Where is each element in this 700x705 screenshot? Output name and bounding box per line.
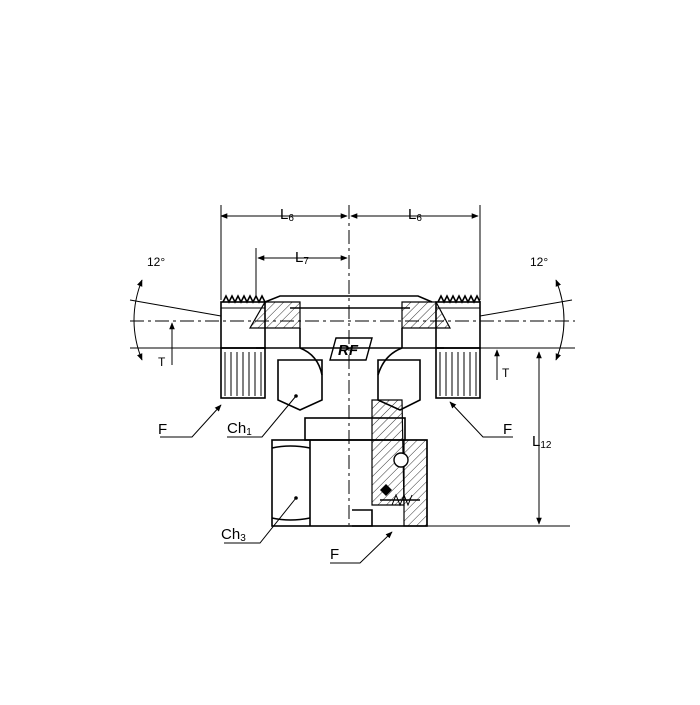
rf-logo: RF xyxy=(329,337,373,361)
leader-ch3: Ch3 xyxy=(221,496,298,544)
f-left-label: F xyxy=(158,421,167,438)
dimension-t-right: T xyxy=(480,347,575,380)
t-left-label: T xyxy=(158,355,166,369)
leader-f-right: F xyxy=(449,401,513,438)
l12-label: L12 xyxy=(532,433,552,451)
center-lines xyxy=(130,205,575,525)
angle-left: 12° xyxy=(129,255,222,361)
ch3-label: Ch3 xyxy=(221,526,246,544)
dimension-l12: L12 xyxy=(427,351,570,527)
angle-left-label: 12° xyxy=(147,255,165,269)
l6-right-label: L6 xyxy=(408,206,422,224)
l6-left-label: L6 xyxy=(280,206,294,224)
t-right-label: T xyxy=(502,366,510,380)
dimension-t-left: T xyxy=(130,322,221,369)
logo-text: RF xyxy=(338,342,359,359)
dimension-l6: L6 L6 xyxy=(220,205,481,300)
angle-right-label: 12° xyxy=(530,255,548,269)
ch1-label: Ch1 xyxy=(227,420,252,438)
leader-ch1: Ch1 xyxy=(227,394,298,438)
leader-f-left: F xyxy=(158,404,222,438)
leader-f-bottom: F xyxy=(330,531,393,564)
l7-label: L7 xyxy=(295,249,309,267)
hex-body xyxy=(277,347,421,411)
f-bottom-label: F xyxy=(330,546,339,563)
f-right-label: F xyxy=(503,421,512,438)
horizontal-body xyxy=(220,294,481,349)
dimension-l7: L7 xyxy=(255,248,348,298)
branch-nut xyxy=(271,399,428,527)
angle-right: 12° xyxy=(479,255,573,361)
lower-threads xyxy=(220,347,481,399)
